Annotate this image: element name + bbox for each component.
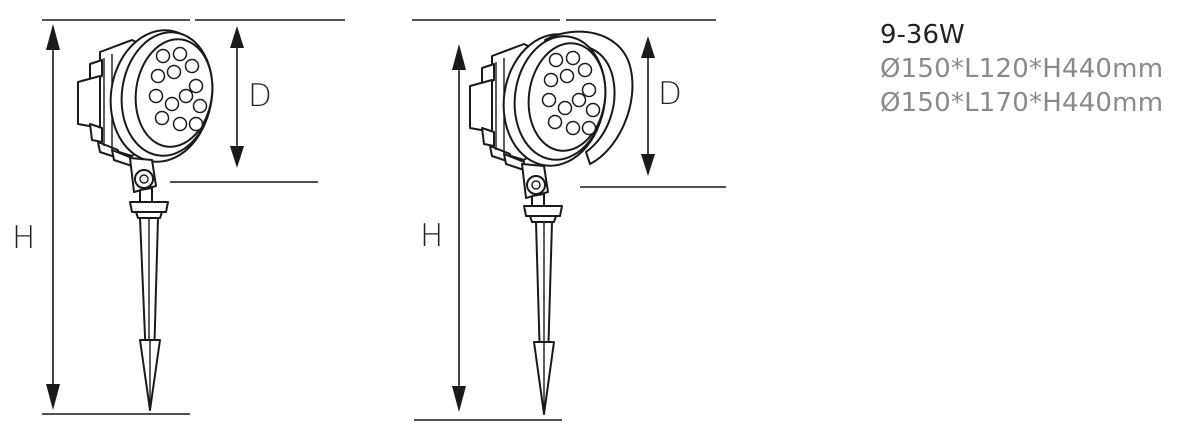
dimension-spec: Ø150*L120*H440mm: [880, 54, 1164, 84]
knuckle-joint: [129, 157, 157, 203]
led: [565, 50, 581, 66]
led: [192, 98, 208, 114]
diameter-dimension-arrow: [230, 26, 244, 168]
led: [148, 88, 164, 104]
led: [155, 48, 171, 64]
height-dimension-arrow: [46, 24, 60, 410]
led: [188, 116, 204, 132]
led: [543, 72, 559, 88]
fixture-variant-1: H D: [12, 19, 345, 415]
led: [188, 78, 204, 94]
led: [557, 100, 573, 116]
diameter-dimension-arrow: [641, 36, 655, 176]
height-label: H: [420, 218, 443, 254]
led: [581, 82, 597, 98]
ground-spike: [523, 205, 563, 415]
led: [541, 92, 557, 108]
led: [548, 52, 564, 68]
led-array: [148, 46, 208, 132]
led: [172, 46, 188, 62]
led: [585, 102, 601, 118]
led: [150, 68, 166, 84]
power-rating: 9-36W: [880, 20, 965, 50]
glare-visor: [544, 30, 634, 165]
led: [166, 64, 182, 80]
led: [577, 62, 593, 78]
diameter-label: D: [248, 78, 272, 114]
height-dimension-arrow: [452, 44, 466, 412]
height-label: H: [12, 220, 35, 256]
led: [547, 114, 563, 130]
ground-spike: [129, 201, 169, 411]
spec-block: 9-36W Ø150*L120*H440mm Ø150*L170*H440mm: [880, 18, 1163, 120]
led: [571, 92, 587, 108]
led-array: [541, 50, 601, 136]
dimension-spec: Ø150*L170*H440mm: [880, 88, 1164, 118]
knuckle-joint: [521, 163, 549, 207]
led: [559, 68, 575, 84]
led: [565, 120, 581, 136]
led: [172, 116, 188, 132]
led: [581, 120, 597, 136]
diameter-label: D: [658, 76, 682, 112]
led: [154, 110, 170, 126]
led: [178, 88, 194, 104]
led: [184, 58, 200, 74]
fixture-variant-2: H D: [412, 19, 726, 421]
led: [164, 96, 180, 112]
